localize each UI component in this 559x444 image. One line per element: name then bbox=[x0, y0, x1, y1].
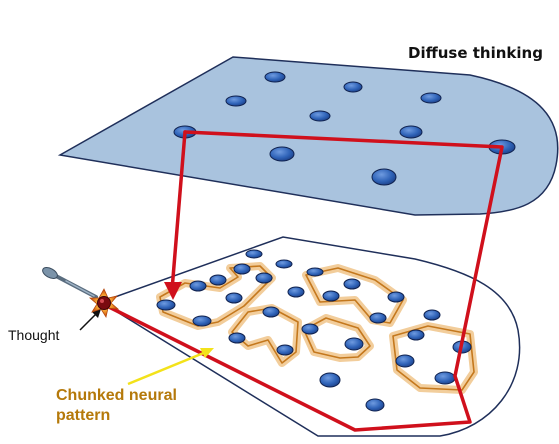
chunk-label-line-1: Chunked neural bbox=[56, 387, 177, 404]
neuron bbox=[343, 81, 363, 93]
neuron bbox=[262, 306, 280, 318]
diffuse-neurons bbox=[173, 71, 516, 186]
neuron bbox=[434, 371, 456, 385]
focused-neurons bbox=[156, 249, 472, 412]
neuron bbox=[420, 92, 442, 104]
neuron bbox=[276, 344, 294, 356]
neuron bbox=[343, 278, 361, 290]
neuron bbox=[371, 168, 397, 186]
thought-ball-icon bbox=[88, 288, 120, 319]
pinball-plunger-icon bbox=[42, 267, 98, 299]
neuron bbox=[225, 95, 247, 107]
neuron bbox=[233, 263, 251, 275]
neuron bbox=[399, 125, 423, 139]
neuron bbox=[319, 372, 341, 388]
neuron bbox=[275, 259, 293, 269]
drop-path bbox=[170, 130, 187, 292]
neuron bbox=[301, 323, 319, 335]
neuron bbox=[189, 280, 207, 292]
neuron bbox=[365, 398, 385, 412]
neuron bbox=[387, 291, 405, 303]
neuron bbox=[264, 71, 286, 83]
neuron bbox=[255, 272, 273, 284]
chunk-loop-core bbox=[303, 317, 371, 359]
chunk-label-line-2: pattern bbox=[56, 407, 111, 424]
thought-label: Thought bbox=[8, 327, 60, 343]
diffuse-thinking-label: Diffuse thinking bbox=[408, 44, 543, 62]
diffuse-plane bbox=[57, 56, 559, 216]
neuron bbox=[407, 329, 425, 341]
neuron bbox=[309, 110, 331, 122]
chunk-loop-core bbox=[231, 307, 299, 364]
neuron bbox=[225, 292, 243, 304]
neuron bbox=[192, 315, 212, 327]
chunk-loop-core bbox=[159, 265, 273, 327]
chunked-neural-pattern-label: Chunked neural pattern bbox=[56, 386, 216, 426]
drop-arrowhead bbox=[164, 282, 182, 300]
neuron bbox=[322, 290, 340, 302]
diffuse-path bbox=[101, 130, 504, 432]
neuron bbox=[423, 309, 441, 321]
chunk-pointer-arrowhead bbox=[200, 348, 214, 358]
chunk-pointer-line bbox=[127, 350, 207, 386]
neuron bbox=[209, 274, 227, 286]
neuron bbox=[245, 249, 263, 259]
neuron bbox=[395, 354, 415, 368]
neuron bbox=[156, 299, 176, 311]
chunk-loop-core bbox=[392, 325, 475, 391]
neuron bbox=[369, 312, 387, 324]
neuron bbox=[228, 332, 246, 344]
neuron bbox=[344, 337, 364, 351]
thought-pointer-line bbox=[79, 312, 98, 331]
thought-path bbox=[101, 130, 504, 432]
neuron bbox=[306, 267, 324, 277]
neuron bbox=[269, 146, 295, 162]
neuron bbox=[287, 286, 305, 298]
